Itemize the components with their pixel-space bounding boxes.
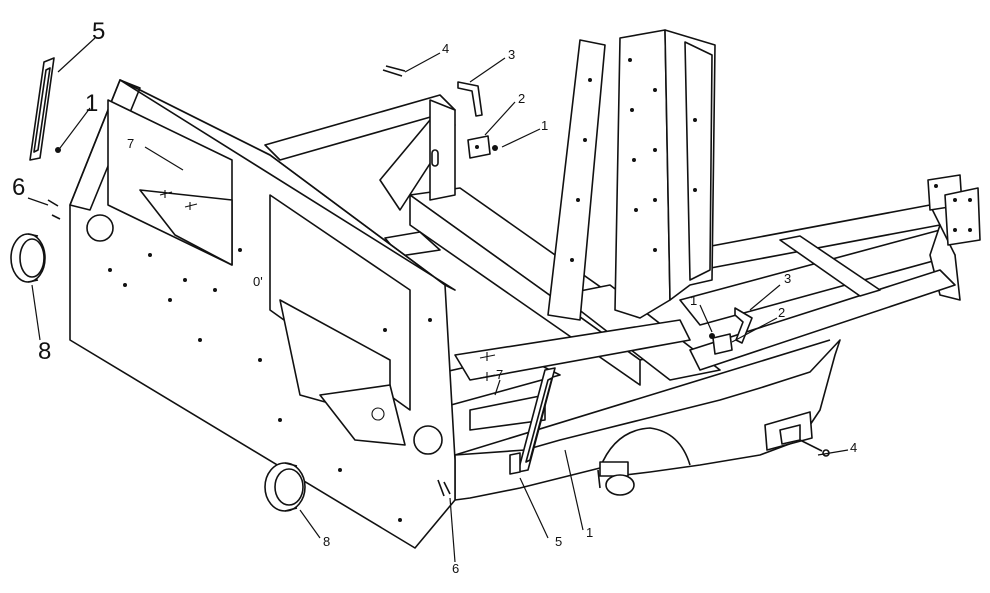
callout-3-top: 3 bbox=[508, 47, 516, 62]
part-8-bushing-bottom bbox=[264, 462, 306, 512]
part-5-brace-left bbox=[29, 57, 55, 161]
part-8-bushing-left bbox=[10, 233, 46, 283]
callout-6-left: 6 bbox=[12, 174, 26, 201]
callout-7-left: 7 bbox=[127, 136, 135, 151]
leader-lines bbox=[27, 37, 849, 563]
part-2-clip-top bbox=[467, 135, 491, 159]
callout-3-right: 3 bbox=[784, 271, 792, 286]
callout-5-top: 5 bbox=[92, 18, 106, 45]
caster-wheel bbox=[597, 461, 635, 496]
inner-hatch-marks bbox=[159, 190, 496, 381]
hitch-receiver bbox=[764, 411, 830, 457]
callout-1-bottom: 1 bbox=[586, 525, 594, 540]
part-1-washer-right bbox=[709, 333, 715, 339]
right-side-panel bbox=[454, 339, 841, 501]
callout-7-mid: 7 bbox=[496, 367, 504, 382]
callout-2-right: 2 bbox=[778, 305, 786, 320]
part-5-brace-bottom bbox=[509, 367, 556, 475]
part-1-washer-left bbox=[55, 147, 61, 153]
callout-8-left: 8 bbox=[38, 338, 52, 365]
top-rear-beam bbox=[264, 94, 456, 211]
callout-2-top: 2 bbox=[518, 91, 526, 106]
callout-6-bottom: 6 bbox=[452, 561, 460, 576]
callout-1-mid: 1 bbox=[541, 118, 549, 133]
callout-4-top: 4 bbox=[442, 41, 450, 56]
rear-uprights bbox=[547, 29, 716, 321]
callout-1-top: 1 bbox=[85, 90, 99, 117]
part-1-washer-top bbox=[492, 145, 498, 151]
part-3-pin-top bbox=[457, 81, 483, 117]
callout-4-right: 4 bbox=[850, 440, 858, 455]
panel-marking-0: 0' bbox=[253, 274, 263, 289]
front-box-frame bbox=[69, 79, 456, 549]
part-6-bolt-left bbox=[47, 199, 61, 220]
a-frame-drawbar bbox=[679, 174, 981, 371]
callout-5-bottom: 5 bbox=[555, 534, 563, 549]
part-6-bolt-bottom bbox=[437, 479, 451, 497]
part-2-clip-right bbox=[712, 333, 733, 355]
callout-1-right: 1 bbox=[690, 293, 698, 308]
part-4-bolts-top bbox=[382, 65, 406, 77]
callout-8-bottom: 8 bbox=[323, 534, 331, 549]
